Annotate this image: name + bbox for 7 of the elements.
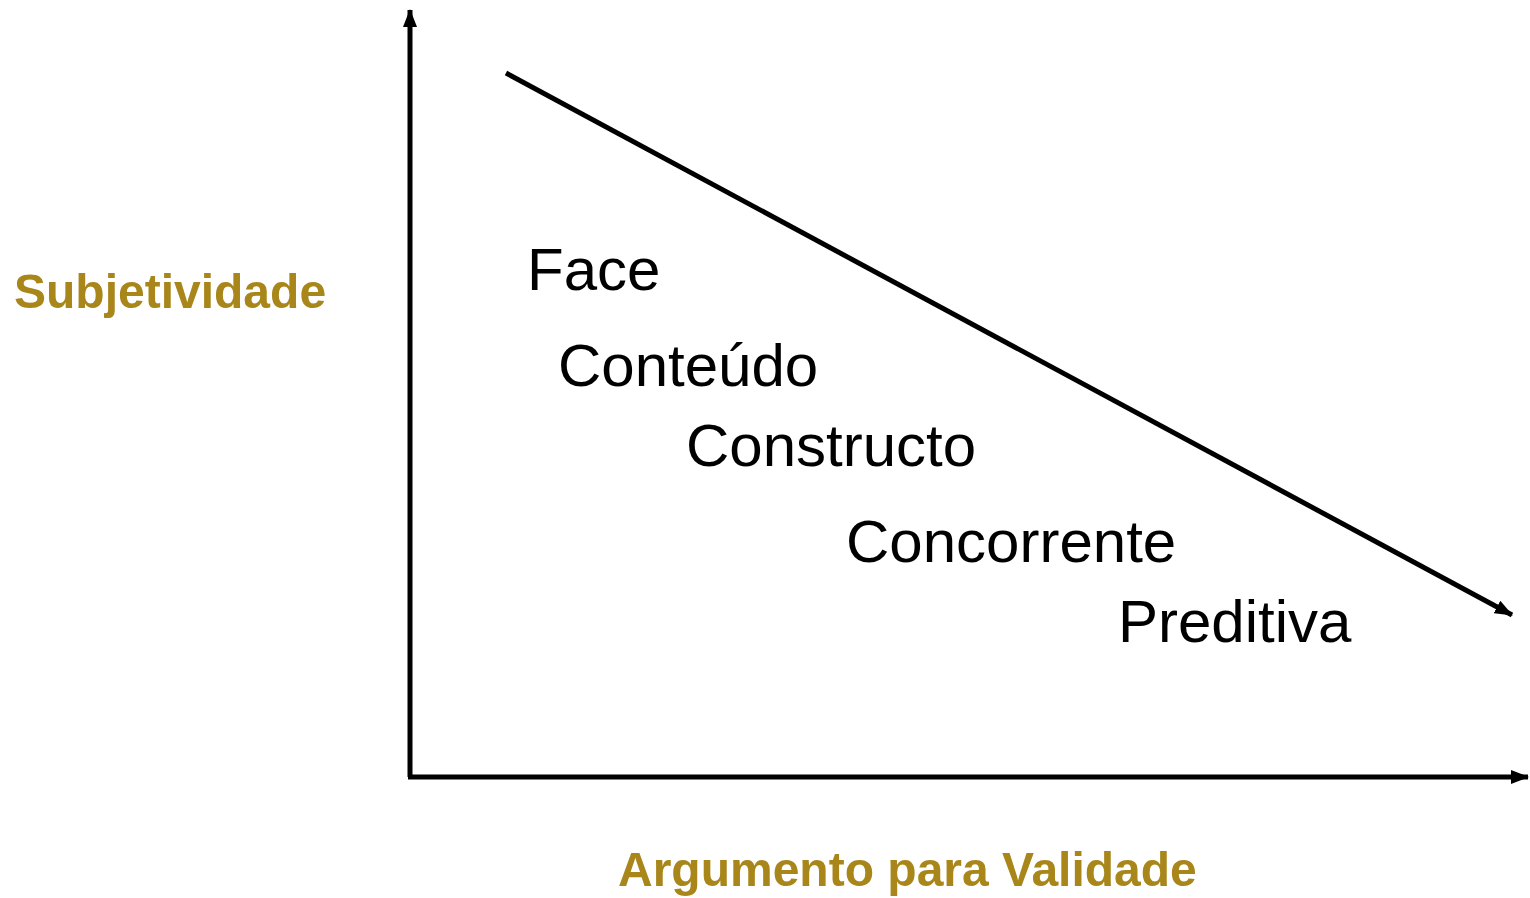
category-label: Concorrente (846, 512, 1177, 572)
category-label: Conteúdo (558, 336, 819, 396)
category-label: Face (527, 240, 661, 300)
axis-title: Argumento para Validade (618, 846, 1197, 894)
category-label: Preditiva (1118, 592, 1352, 652)
axis-title: Subjetividade (14, 268, 327, 316)
category-label: Constructo (686, 416, 977, 476)
